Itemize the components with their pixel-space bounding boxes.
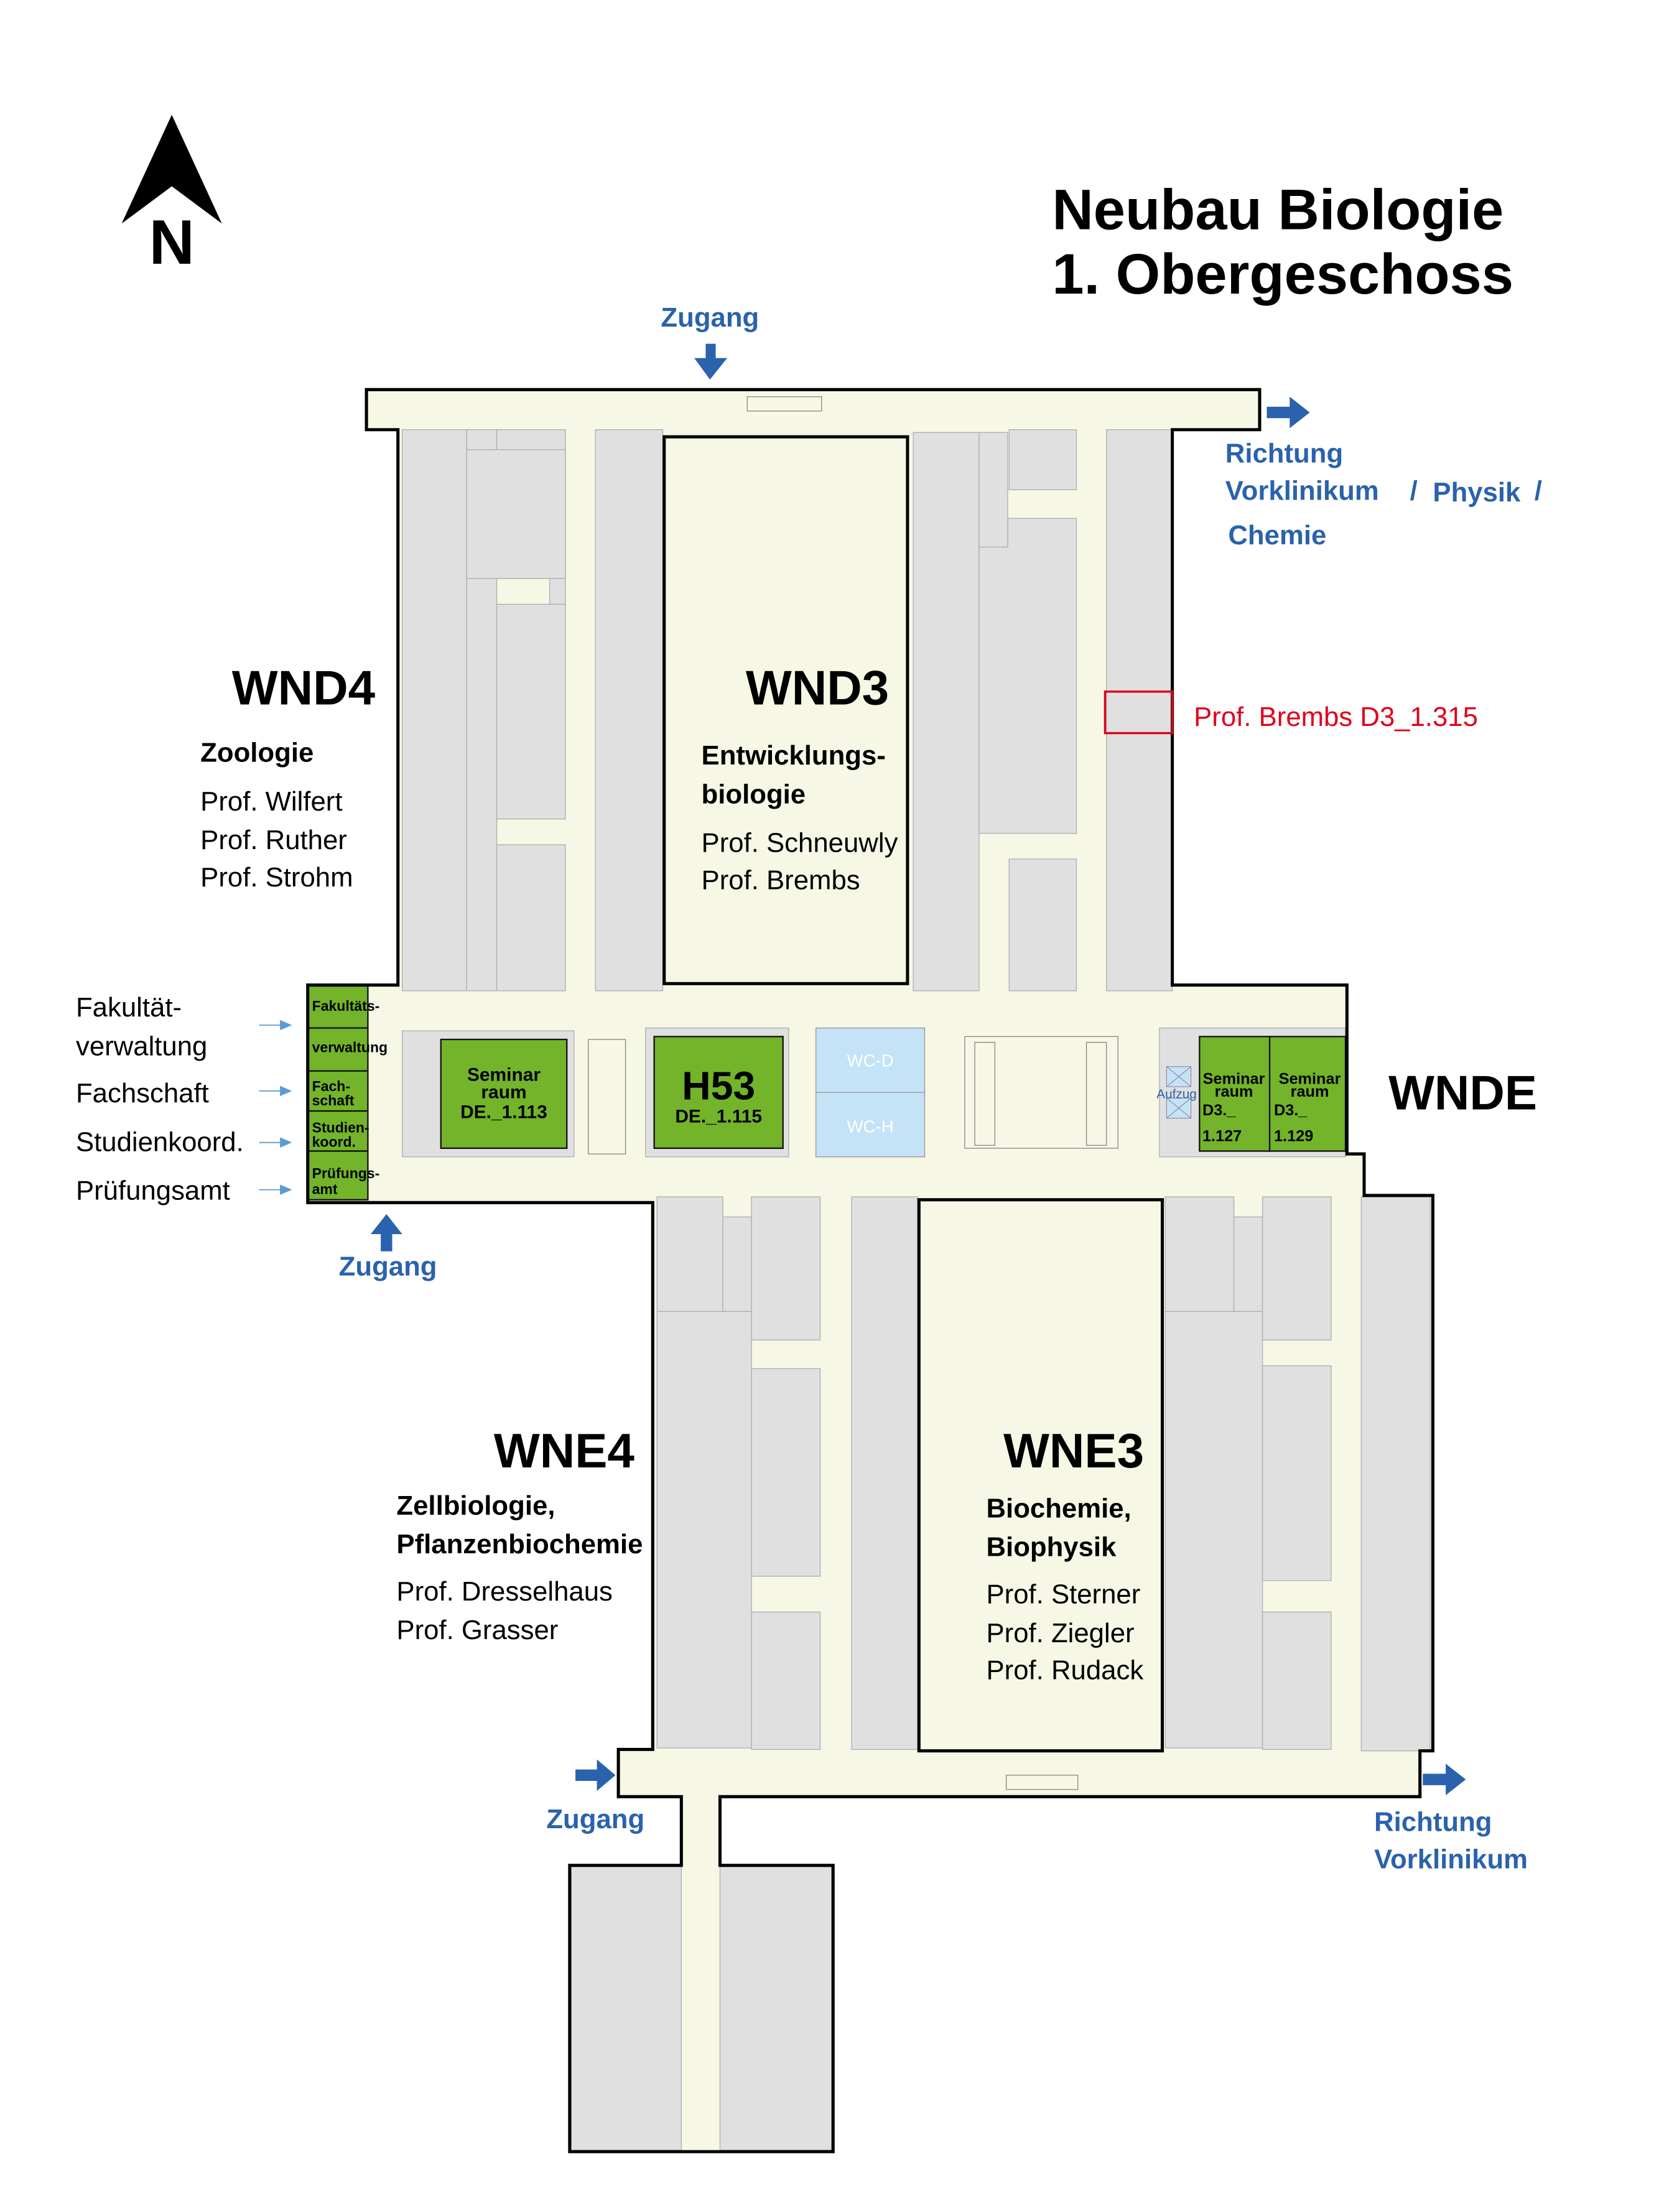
admin-pruef-2: amt [312, 1181, 338, 1197]
wing-wnd3-prof-1: Prof. Schneuwly [702, 828, 898, 858]
entrance-arrow-bottom-icon [575, 1759, 616, 1791]
legend-fachschaft: Fachschaft [76, 1078, 209, 1108]
wing-wne4-prof-2: Prof. Grasser [396, 1615, 558, 1645]
wne4-rooms [656, 1196, 918, 1750]
elevator-label: Aufzug [1156, 1087, 1196, 1101]
wing-wnd4-prof-2: Prof. Ruther [200, 825, 347, 855]
sem129-l3: D3._ [1274, 1102, 1308, 1119]
wing-wnd4-prof-1: Prof. Wilfert [200, 786, 342, 817]
north-arrow-icon [121, 114, 222, 224]
direction-bottom-line1: Richtung [1374, 1807, 1492, 1838]
sem113-l1: Seminar [467, 1065, 541, 1085]
admin-pruef-1: Prüfungs- [312, 1165, 380, 1181]
sem129-l1: Seminar [1279, 1070, 1341, 1087]
wing-wnd3-dept-1: Entwicklungs- [702, 740, 886, 771]
sem127-l4: 1.127 [1202, 1127, 1242, 1145]
direction-top-sep2: / [1535, 475, 1542, 506]
entrance-left-label: Zugang [339, 1252, 437, 1282]
lecture-hall-h53[interactable] [653, 1036, 784, 1150]
sem113-l2: raum [481, 1082, 526, 1102]
wne3-courtyard [917, 1198, 1164, 1753]
legend-fakultaet-1: Fakultät- [76, 992, 182, 1023]
legend-fakultaet-2: verwaltung [76, 1031, 207, 1061]
wc-h-label: WC-H [847, 1117, 894, 1136]
h53-room-number: DE._1.115 [675, 1106, 762, 1127]
sem127-l3: D3._ [1202, 1102, 1236, 1119]
direction-top-sep1: / [1410, 475, 1418, 506]
wing-wnde-name: WNDE [1388, 1066, 1537, 1120]
admin-stud-2: koord. [312, 1134, 356, 1150]
wing-wne3-prof-3: Prof. Rudack [986, 1655, 1143, 1686]
wne3-rooms [1164, 1196, 1431, 1752]
legend-arrows [259, 1020, 292, 1195]
admin-fach-1: Fach- [312, 1078, 350, 1094]
direction-top-line1: Richtung [1225, 439, 1343, 469]
sem127-l1: Seminar [1203, 1070, 1265, 1087]
wing-wnd4-dept: Zoologie [200, 738, 314, 768]
admin-fak-1: Fakultäts- [312, 998, 380, 1014]
wing-wne3-dept-1: Biochemie, [986, 1494, 1131, 1524]
entrance-arrow-left-icon [370, 1214, 402, 1252]
seminar-room-127[interactable] [1199, 1036, 1271, 1152]
wing-wnd3-prof-2: Prof. Brembs [702, 865, 860, 895]
elevator-icon [1166, 1066, 1192, 1119]
south-annex [570, 1866, 832, 2151]
wnd4-rooms [401, 429, 664, 992]
wing-wne4-dept-1: Zellbiologie, [396, 1490, 555, 1521]
page-title-line1: Neubau Biologie [1052, 178, 1503, 242]
admin-rooms [307, 984, 369, 1201]
wing-wnd3-name: WND3 [746, 661, 889, 715]
building-outline-north [306, 388, 1434, 2154]
wing-wne3-dept-2: Biophysik [986, 1532, 1117, 1563]
wnd3-rooms [913, 429, 1173, 992]
seminar-room-113[interactable] [440, 1038, 568, 1150]
wing-wne4-name: WNE4 [494, 1423, 634, 1478]
wing-wnd4-prof-3: Prof. Strohm [200, 862, 353, 893]
entrance-bottom-label: Zugang [546, 1804, 644, 1834]
wing-wne3-name: WNE3 [1003, 1423, 1144, 1478]
legend-pruefungsamt: Prüfungsamt [76, 1176, 230, 1206]
legend-studienkoord: Studienkoord. [76, 1127, 244, 1157]
direction-top-line2b: Physik [1433, 477, 1521, 508]
seminar-room-129[interactable] [1268, 1036, 1347, 1152]
admin-fak-2: verwaltung [312, 1039, 388, 1056]
compass-label: N [149, 207, 195, 277]
wing-wne4-dept-2: Pflanzenbiochemie [396, 1529, 643, 1559]
direction-top-line3: Chemie [1228, 520, 1326, 551]
sem127-l2: raum [1215, 1083, 1253, 1100]
office-marker-label: Prof. Brembs D3_1.315 [1194, 702, 1478, 732]
direction-top-line2: Vorklinikum [1225, 475, 1379, 506]
office-marker-brembs[interactable] [1104, 690, 1174, 735]
wing-wne4-prof-1: Prof. Dresselhaus [396, 1576, 612, 1607]
page-title-line2: 1. Obergeschoss [1052, 242, 1513, 306]
admin-fach-2: schaft [312, 1092, 355, 1108]
wc-d [815, 1027, 926, 1093]
direction-arrow-bottom-icon [1423, 1764, 1466, 1795]
direction-arrow-top-icon [1266, 396, 1310, 429]
direction-bottom-line2: Vorklinikum [1374, 1844, 1528, 1874]
sem113-l3: DE._1.113 [460, 1102, 547, 1123]
sem129-l2: raum [1291, 1083, 1329, 1100]
wing-wnd4-name: WND4 [232, 661, 376, 715]
entrance-arrow-top-icon [694, 343, 727, 380]
sem129-l4: 1.129 [1274, 1127, 1313, 1145]
wnd3-courtyard [662, 435, 909, 985]
stairs-icon [588, 396, 1118, 1790]
admin-stud-1: Studien- [312, 1120, 369, 1136]
wing-wne3-prof-2: Prof. Ziegler [986, 1618, 1134, 1648]
h53-label: H53 [682, 1064, 755, 1108]
wc-h [815, 1092, 926, 1158]
wing-wne3-prof-1: Prof. Sterner [986, 1579, 1140, 1610]
wc-d-label: WC-D [847, 1051, 894, 1071]
wing-wnd3-dept-2: biologie [702, 779, 806, 809]
entrance-top-label: Zugang [661, 302, 759, 333]
